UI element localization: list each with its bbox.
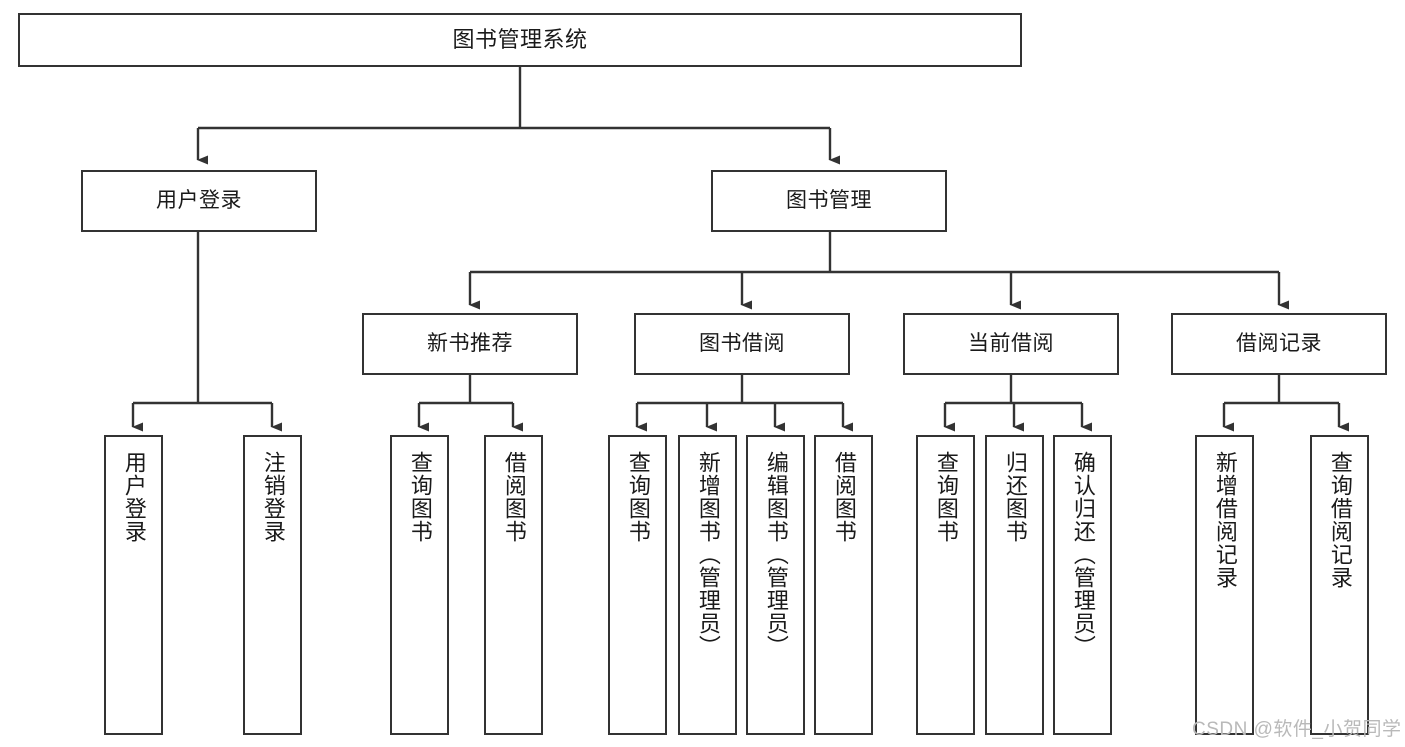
node-leaf-confirm-return-label: 确认归还（管理员） — [1070, 451, 1096, 658]
node-root-label: 图书管理系统 — [452, 27, 588, 53]
node-book-borrow-label: 图书借阅 — [699, 331, 785, 355]
node-leaf-add-record[interactable]: 新增借阅记录 — [1195, 435, 1254, 735]
node-book-borrow[interactable]: 图书借阅 — [634, 313, 850, 375]
node-leaf-borrow-book-1[interactable]: 借阅图书 — [484, 435, 543, 735]
node-user-login-label: 用户登录 — [156, 188, 242, 212]
node-leaf-add-book[interactable]: 新增图书（管理员） — [678, 435, 737, 735]
node-leaf-borrow-book-2-label: 借阅图书 — [831, 451, 857, 543]
node-borrow-record-label: 借阅记录 — [1236, 331, 1322, 355]
node-book-management[interactable]: 图书管理 — [711, 170, 947, 232]
node-leaf-query-book-3[interactable]: 查询图书 — [916, 435, 975, 735]
node-leaf-logout[interactable]: 注销登录 — [243, 435, 302, 735]
watermark: CSDN @软件_小贺同学 — [1192, 719, 1402, 740]
node-leaf-edit-book-label: 编辑图书（管理员） — [763, 451, 789, 658]
node-leaf-logout-label: 注销登录 — [260, 451, 286, 543]
node-current-borrow-label: 当前借阅 — [968, 331, 1054, 355]
node-borrow-record[interactable]: 借阅记录 — [1171, 313, 1387, 375]
node-leaf-add-book-label: 新增图书（管理员） — [695, 451, 721, 658]
node-leaf-query-book-1-label: 查询图书 — [407, 451, 433, 543]
node-leaf-query-record-label: 查询借阅记录 — [1327, 451, 1353, 589]
node-current-borrow[interactable]: 当前借阅 — [903, 313, 1119, 375]
node-leaf-query-book-1[interactable]: 查询图书 — [390, 435, 449, 735]
node-new-book-recommend-label: 新书推荐 — [427, 331, 513, 355]
node-leaf-query-record[interactable]: 查询借阅记录 — [1310, 435, 1369, 735]
node-new-book-recommend[interactable]: 新书推荐 — [362, 313, 578, 375]
node-leaf-query-book-2-label: 查询图书 — [625, 451, 651, 543]
node-leaf-borrow-book-1-label: 借阅图书 — [501, 451, 527, 543]
node-leaf-user-login-label: 用户登录 — [121, 451, 147, 543]
node-leaf-return-book-label: 归还图书 — [1002, 451, 1028, 543]
node-book-management-label: 图书管理 — [786, 188, 872, 212]
node-root[interactable]: 图书管理系统 — [18, 13, 1022, 67]
node-leaf-query-book-2[interactable]: 查询图书 — [608, 435, 667, 735]
node-leaf-query-book-3-label: 查询图书 — [933, 451, 959, 543]
node-leaf-edit-book[interactable]: 编辑图书（管理员） — [746, 435, 805, 735]
node-leaf-return-book[interactable]: 归还图书 — [985, 435, 1044, 735]
node-leaf-confirm-return[interactable]: 确认归还（管理员） — [1053, 435, 1112, 735]
node-leaf-user-login[interactable]: 用户登录 — [104, 435, 163, 735]
node-leaf-add-record-label: 新增借阅记录 — [1212, 451, 1238, 589]
node-leaf-borrow-book-2[interactable]: 借阅图书 — [814, 435, 873, 735]
node-user-login[interactable]: 用户登录 — [81, 170, 317, 232]
